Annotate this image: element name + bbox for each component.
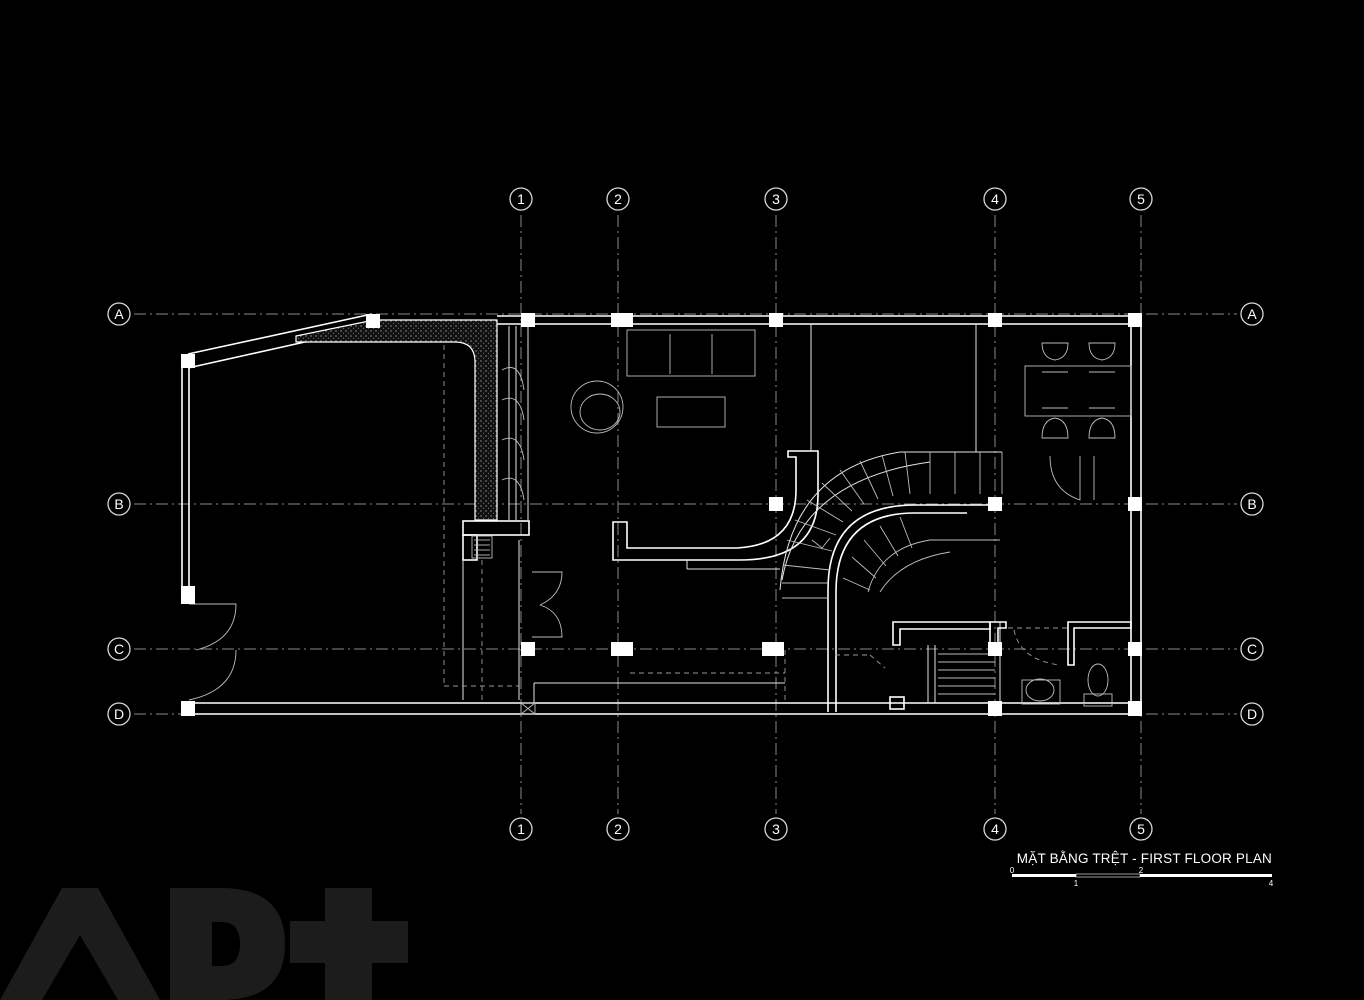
svg-text:3: 3 — [772, 821, 780, 837]
grid-bubbles-bottom: 1 2 3 4 5 — [509, 817, 1153, 841]
grid-lines — [134, 215, 1237, 814]
grid-bubble-3-bottom: 3 — [764, 817, 788, 841]
service-core — [835, 621, 1132, 710]
grid-bubble-3-top: 3 — [764, 187, 788, 211]
structural-columns — [181, 313, 1142, 716]
svg-text:1: 1 — [517, 191, 525, 207]
grid-bubbles-right: A B C D — [1240, 302, 1264, 726]
grid-bubble-C-left: C — [107, 637, 131, 661]
grid-bubble-4-top: 4 — [983, 187, 1007, 211]
svg-text:D: D — [114, 706, 124, 722]
drawing-title: MẶT BẰNG TRỆT - FIRST FLOOR PLAN — [1017, 851, 1272, 866]
scale-bar: 0 1 2 4 — [1010, 866, 1274, 888]
grid-bubble-5-top: 5 — [1129, 187, 1153, 211]
svg-text:C: C — [1247, 641, 1257, 657]
grid-bubble-1-bottom: 1 — [509, 817, 533, 841]
svg-text:3: 3 — [772, 191, 780, 207]
sofa — [626, 329, 756, 377]
grid-bubble-2-bottom: 2 — [606, 817, 630, 841]
svg-text:5: 5 — [1137, 191, 1145, 207]
grid-bubble-2-top: 2 — [606, 187, 630, 211]
svg-text:B: B — [114, 496, 123, 512]
svg-text:B: B — [1247, 496, 1256, 512]
svg-text:2: 2 — [614, 821, 622, 837]
grid-bubble-B-left: B — [107, 492, 131, 516]
doors — [188, 367, 1095, 701]
scale-label-1: 1 — [1074, 879, 1079, 888]
dining-table — [1024, 365, 1132, 417]
spiral-stair — [779, 451, 1003, 712]
svg-text:D: D — [1247, 706, 1257, 722]
grid-bubble-5-bottom: 5 — [1129, 817, 1153, 841]
svg-text:A: A — [1247, 306, 1257, 322]
svg-text:1: 1 — [517, 821, 525, 837]
drawing-title-block: MẶT BẰNG TRỆT - FIRST FLOOR PLAN 0 1 2 4 — [1010, 851, 1274, 888]
scale-label-2: 2 — [1139, 866, 1144, 875]
coffee-table — [656, 396, 726, 428]
scale-label-0: 0 — [1010, 866, 1015, 875]
svg-text:2: 2 — [614, 191, 622, 207]
grid-bubbles-top: 1 2 3 4 5 — [509, 187, 1153, 211]
grid-bubble-C-right: C — [1240, 637, 1264, 661]
grid-bubble-1-top: 1 — [509, 187, 533, 211]
grid-bubbles-left: A B C D — [107, 302, 131, 726]
grid-bubble-4-bottom: 4 — [983, 817, 1007, 841]
grid-bubble-D-right: D — [1240, 702, 1264, 726]
armchair — [570, 380, 624, 434]
grid-bubble-D-left: D — [107, 702, 131, 726]
scale-label-4: 4 — [1269, 879, 1274, 888]
grid-bubble-B-right: B — [1240, 492, 1264, 516]
watermark-logo — [0, 888, 408, 1000]
grid-bubble-A-left: A — [107, 302, 131, 326]
svg-text:4: 4 — [991, 191, 999, 207]
svg-text:C: C — [114, 641, 124, 657]
interior-walls — [443, 324, 977, 703]
svg-text:5: 5 — [1137, 821, 1145, 837]
furniture — [471, 329, 1132, 715]
exterior-walls — [181, 313, 1142, 715]
svg-text:4: 4 — [991, 821, 999, 837]
planter-strip — [295, 319, 529, 521]
grid-bubble-A-right: A — [1240, 302, 1264, 326]
svg-text:A: A — [114, 306, 124, 322]
